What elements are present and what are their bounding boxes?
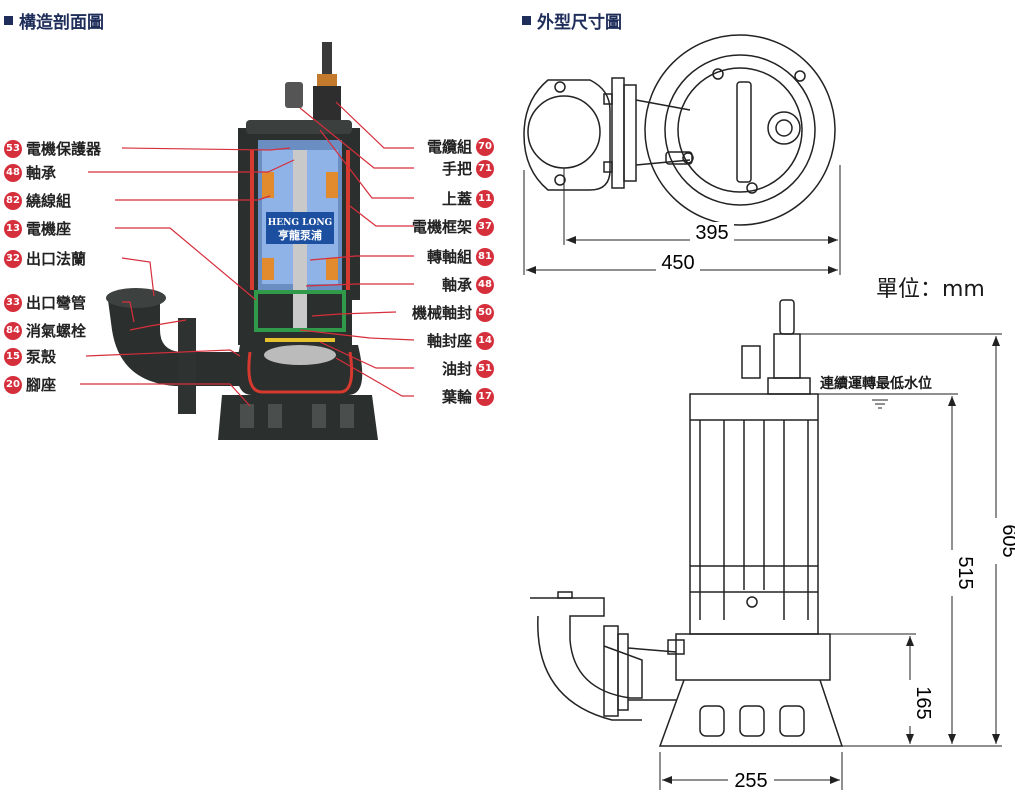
cable <box>322 42 332 80</box>
brand-line2: 亨龍泵浦 <box>278 228 322 242</box>
cable-gland <box>317 74 337 88</box>
dim-605: 605 <box>998 524 1015 557</box>
base-window <box>312 404 326 428</box>
base-window <box>340 404 354 428</box>
outlet-elbow <box>108 300 240 386</box>
top-view <box>523 34 836 226</box>
casing-liner <box>247 351 354 394</box>
seal-housing <box>254 290 346 332</box>
top-cover <box>246 120 352 134</box>
brand-plate <box>266 212 334 244</box>
dim-395: 395 <box>695 222 728 244</box>
coil-end <box>326 258 338 280</box>
coil-end <box>262 258 274 280</box>
dimensions-title: 外型尺寸圖 <box>522 8 622 33</box>
brand-line1: HENG LONG <box>268 218 333 228</box>
outlet-flange <box>178 318 196 414</box>
left-leader-lines <box>80 147 295 407</box>
section-title-text: 構造剖面圖 <box>19 13 104 33</box>
cable-housing <box>313 86 341 126</box>
section-title: 構造剖面圖 <box>4 8 104 33</box>
dim-255: 255 <box>734 770 767 792</box>
unit-label: 單位：mm <box>876 277 985 302</box>
outlet-flange-top <box>106 288 166 308</box>
handle <box>285 82 303 108</box>
base-window <box>240 404 254 428</box>
base-window <box>268 404 282 428</box>
coil-end <box>262 172 274 198</box>
water-level-label: 連續運轉最低水位 <box>820 376 932 392</box>
dim-165: 165 <box>912 686 934 719</box>
side-view <box>530 299 844 747</box>
coil-end <box>326 172 338 198</box>
dim-450: 450 <box>661 252 694 274</box>
base <box>218 395 378 440</box>
arrowheads <box>526 236 1000 784</box>
square-bullet-icon <box>4 16 13 25</box>
square-bullet-icon <box>522 16 531 25</box>
impeller <box>264 345 336 365</box>
right-leader-lines <box>299 101 415 397</box>
motor-frame <box>250 150 350 290</box>
dimensions-title-text: 外型尺寸圖 <box>537 13 622 33</box>
dim-515: 515 <box>954 556 976 589</box>
